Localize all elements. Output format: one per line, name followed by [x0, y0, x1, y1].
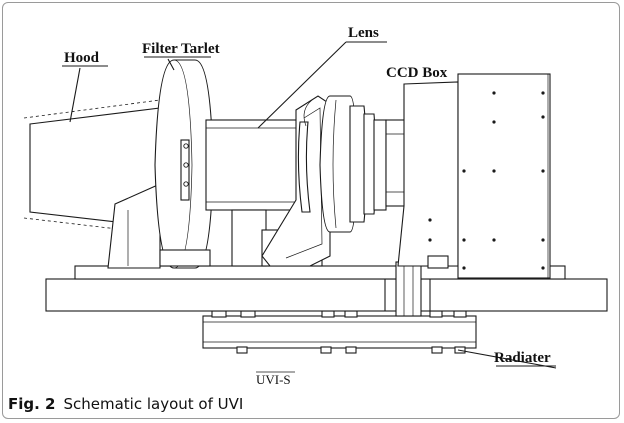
figure-caption-prefix: Fig. 2 — [8, 395, 56, 413]
radiator-block — [202, 310, 477, 354]
leader-lines — [62, 41, 557, 369]
ccd-box — [385, 73, 551, 279]
hood-label: Hood — [64, 50, 100, 66]
filter-turret — [154, 59, 214, 269]
hood — [23, 99, 161, 269]
figure-caption: Fig. 2 Schematic layout of UVI — [8, 395, 243, 417]
filter-turret-label: Filter Tarlet — [142, 41, 220, 57]
figure-frame — [2, 2, 620, 419]
figure-caption-text: Schematic layout of UVI — [63, 395, 244, 413]
radiator-label: Radiater — [494, 350, 551, 366]
lens-optics — [319, 95, 387, 233]
drawing-name-label: UVI-S — [256, 372, 291, 387]
lens-label: Lens — [348, 25, 379, 41]
ccd-box-label: CCD Box — [386, 65, 448, 81]
